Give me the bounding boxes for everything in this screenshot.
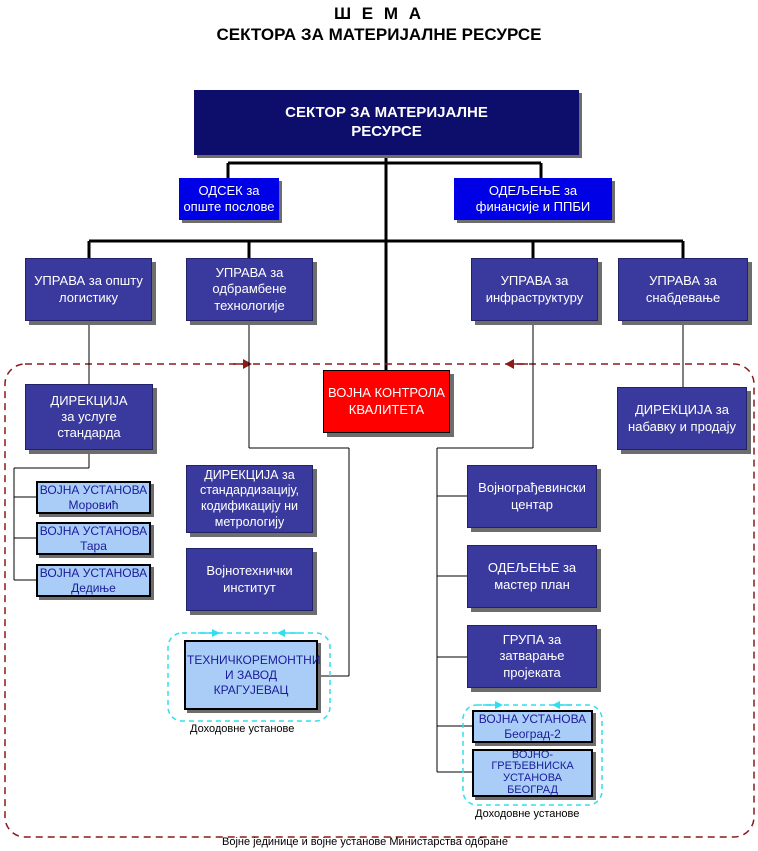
direkcija-standardizacija-box: ДИРЕКЦИЈА за стандардизацију, кодификаци… xyxy=(186,465,313,533)
odeljenje-master-box: ОДЕЉЕЊЕ за мастер план xyxy=(467,545,597,608)
vojna-kontrola-label: ВОЈНА КОНТРОЛА КВАЛИТЕТА xyxy=(328,385,445,417)
vojnogradjevinski-label: Војнограђевински центар xyxy=(478,480,586,512)
uprava-logistika-box: УПРАВА за општу логистику xyxy=(25,258,152,321)
vgu-line4: БЕОГРАД xyxy=(507,783,558,796)
odsek-label: ОДСЕК за опште послове xyxy=(183,182,275,214)
dohodovne-left-label: Доходовне установе xyxy=(190,723,295,735)
arrow-left-marker xyxy=(505,359,514,369)
vgu-line2: ГРЕЂЕВНИСКА xyxy=(491,760,574,773)
dashed-region xyxy=(4,363,755,838)
vu-beograd2-place: Београд-2 xyxy=(504,726,561,741)
sector-box: СЕКТОР ЗА МАТЕРИЈАЛНЕ РЕСУРСЕ xyxy=(194,90,579,155)
grupa-box: ГРУПА за затварање пројеката xyxy=(467,625,597,688)
direkcija-nabavka-box: ДИРЕКЦИЈА за набавку и продају xyxy=(617,387,747,450)
grupa-label: ГРУПА за затварање пројеката xyxy=(499,632,565,680)
dohodovne-group-right xyxy=(462,704,603,806)
odsek-box: ОДСЕК за опште послове xyxy=(179,178,279,220)
schema-subtitle: СЕКТОРА ЗА МАТЕРИЈАЛНЕ РЕСУРСЕ xyxy=(216,25,542,44)
uprava-infra-label: УПРАВА за инфраструктуру xyxy=(485,273,584,305)
vu-beograd2-box: ВОЈНА УСТАНОВА Београд-2 xyxy=(472,710,593,743)
uprava-tehnologije-label: УПРАВА за одбрамбене технологије xyxy=(212,265,287,313)
vojnogradjevinski-box: Војнограђевински центар xyxy=(467,465,597,528)
odeljenje-finansije-box: ОДЕЉЕЊЕ за финансије и ППБИ xyxy=(454,178,612,220)
vu-morovic-name: ВОЈНА УСТАНОВА xyxy=(39,482,148,497)
vu-tara-name: ВОЈНА УСТАНОВА xyxy=(39,523,148,538)
vu-tara-place: Тара xyxy=(80,538,107,553)
uprava-infra-box: УПРАВА за инфраструктуру xyxy=(471,258,598,321)
vu-dedinje-name: ВОЈНА УСТАНОВА xyxy=(39,565,148,580)
schema-title: Ш Е М А xyxy=(333,4,425,23)
uprava-tehnologije-box: УПРАВА за одбрамбене технологије xyxy=(186,258,313,321)
direkcija-nabavka-label: ДИРЕКЦИЈА за набавку и продају xyxy=(628,402,736,434)
vu-beograd2-name: ВОЈНА УСТАНОВА xyxy=(478,711,587,726)
vu-morovic-place: Моровић xyxy=(68,497,119,512)
direkcija-standarda-label: ДИРЕКЦИЈА за услуге стандарда xyxy=(50,392,128,441)
direkcija-standardizacija-label: ДИРЕКЦИЈА за стандардизацију, кодификаци… xyxy=(200,467,299,529)
uprava-snabdevanje-label: УПРАВА за снабдевање xyxy=(645,273,721,305)
vojnotehnicki-label: Војнотехнички институт xyxy=(206,563,293,595)
odeljenje-master-label: ОДЕЉЕЊЕ за мастер план xyxy=(487,560,577,592)
uprava-logistika-label: УПРАВА за општу логистику xyxy=(34,273,143,305)
vgu-beograd-box: ВОЈНО- ГРЕЂЕВНИСКА УСТАНОВА БЕОГРАД xyxy=(472,749,593,797)
dohodovne-group-left xyxy=(167,632,331,722)
uprava-snabdevanje-box: УПРАВА за снабдевање xyxy=(618,258,748,321)
vojnotehnicki-box: Војнотехнички институт xyxy=(186,548,313,611)
tehnickoremontni-box: ТЕХНИЧКОРЕМОНТНИ И ЗАВОД КРАГУЈЕВАЦ xyxy=(184,640,321,710)
vojna-kontrola-box: ВОЈНА КОНТРОЛА КВАЛИТЕТА xyxy=(323,370,450,433)
sector-label: СЕКТОР ЗА МАТЕРИЈАЛНЕ РЕСУРСЕ xyxy=(285,103,488,140)
vu-tara-box: ВОЈНА УСТАНОВА Тара xyxy=(36,522,151,555)
tehnickoremontni-label: ТЕХНИЧКОРЕМОНТНИ И ЗАВОД КРАГУЈЕВАЦ xyxy=(187,652,321,697)
vgu-line3: УСТАНОВА xyxy=(502,772,563,784)
footer-label: Војне јединице и војне установе Министар… xyxy=(222,836,508,848)
vu-dedinje-box: ВОЈНА УСТАНОВА Дедиње xyxy=(36,564,151,597)
arrow-right-marker xyxy=(243,359,252,369)
direkcija-standarda-box: ДИРЕКЦИЈА за услуге стандарда xyxy=(25,384,153,450)
odeljenje-finansije-label: ОДЕЉЕЊЕ за финансије и ППБИ xyxy=(475,182,591,214)
vgu-line1: ВОЈНО- xyxy=(511,748,554,761)
vu-dedinje-place: Дедиње xyxy=(71,580,116,595)
dohodovne-right-label: Доходовне установе xyxy=(475,808,580,820)
vu-morovic-box: ВОЈНА УСТАНОВА Моровић xyxy=(36,481,151,514)
